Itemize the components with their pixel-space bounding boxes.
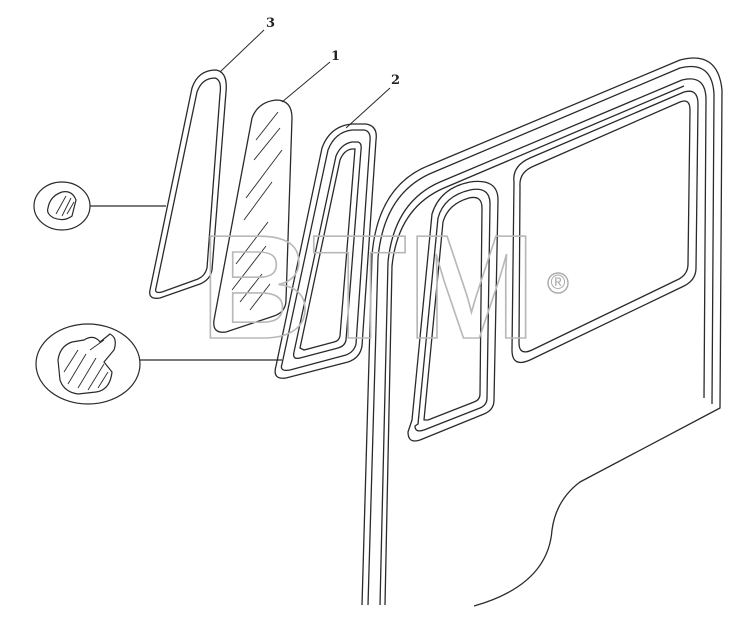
- part-3-seal: [149, 69, 227, 299]
- cab-door: [361, 57, 723, 607]
- door-vent-window-inner-2: [423, 196, 483, 421]
- leader-2: [345, 87, 391, 129]
- seal-section-profile: [47, 191, 77, 221]
- part-2-frame-seal: [274, 123, 377, 379]
- seal-section-detail: [33, 181, 166, 231]
- door-seal-line: [367, 65, 715, 606]
- seal-section-detail-circle: [33, 181, 91, 231]
- glass-1-hatching: [231, 111, 283, 311]
- watermark-registered-symbol: ®: [551, 272, 566, 294]
- door-frame-edge: [384, 85, 685, 606]
- callouts: [219, 29, 391, 129]
- seal-3-outer: [149, 69, 227, 299]
- frame-2-inner: [292, 141, 362, 360]
- callout-number-3: 3: [266, 16, 275, 31]
- callout-number-1: 1: [331, 49, 340, 64]
- frame-2-mid: [280, 129, 371, 372]
- btm-watermark: BTM ®: [199, 204, 569, 371]
- part-1-glass: [213, 99, 293, 333]
- frame-2-inner-2: [299, 148, 356, 351]
- door-seal-line-2: [379, 78, 707, 606]
- frame-section-hatch: [63, 339, 109, 391]
- leader-3: [219, 29, 265, 73]
- watermark-registered-circle: [547, 272, 569, 294]
- door-vent-window-inner: [414, 188, 491, 432]
- frame-2-outer: [274, 123, 377, 379]
- door-outer-contour: [361, 57, 723, 607]
- glass-1-outline: [213, 99, 293, 333]
- leader-1: [281, 61, 331, 103]
- frame-section-detail-circle: [35, 323, 141, 405]
- seal-section-hatch: [55, 195, 75, 217]
- frame-section-profile: [57, 333, 116, 395]
- callout-number-2: 2: [391, 73, 400, 88]
- main-window-outer: [511, 90, 699, 364]
- watermark-text: BTM: [200, 205, 536, 370]
- frame-section-detail: [35, 323, 282, 405]
- main-window-inner: [518, 100, 691, 353]
- door-vent-window-outer: [407, 180, 499, 442]
- seal-3-inner: [154, 77, 222, 294]
